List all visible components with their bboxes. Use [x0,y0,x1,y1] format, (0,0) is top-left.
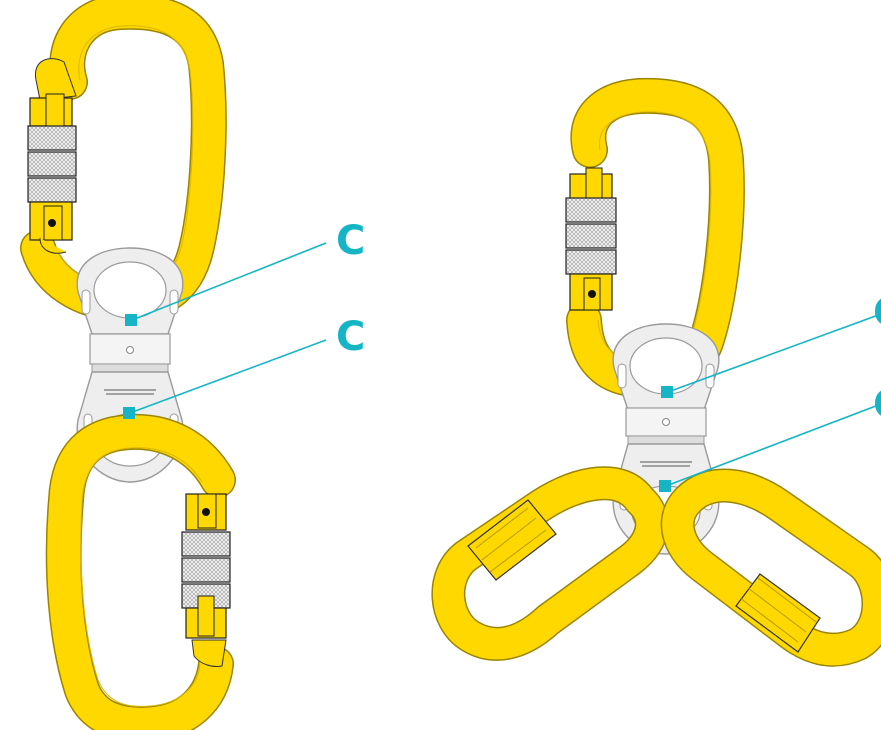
left-callout-top [125,242,327,326]
right-assembly: C C [431,77,881,667]
left-top-callout-label: C [336,218,365,264]
left-bottom-marker-icon [123,407,135,419]
right-bottom-marker-icon [659,480,671,492]
left-top-marker-icon [125,314,137,326]
left-bottom-callout-label: C [336,314,365,360]
right-right-quicklink-icon [660,468,881,667]
right-bottom-callout-label: C [873,382,881,428]
left-callout-bottom [123,339,327,419]
right-top-marker-icon [661,386,673,398]
left-assembly: C C [20,0,365,730]
right-top-callout-label: C [873,290,881,336]
right-callout-top [661,313,881,398]
left-bottom-carabiner-icon [45,413,236,730]
right-callout-bottom [659,403,881,492]
right-left-quicklink-icon [431,466,669,661]
